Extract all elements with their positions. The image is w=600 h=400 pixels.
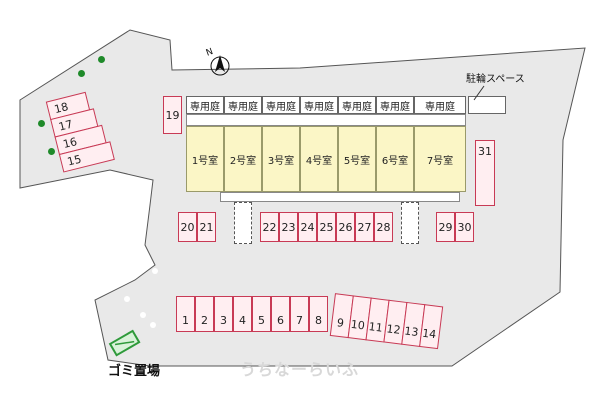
tree-icon: [38, 120, 45, 127]
unit-5: 5号室: [338, 126, 376, 192]
bicycle-space: [468, 96, 506, 114]
parking-spot-4: 4: [233, 296, 252, 332]
angled-parking-group: 9 10 11 12 13 14: [329, 293, 444, 350]
parking-spot-7: 7: [290, 296, 309, 332]
parking-spot-8: 8: [309, 296, 328, 332]
parking-spot-19: 19: [163, 96, 182, 134]
garden-2: 専用庭: [224, 96, 262, 114]
unit-7: 7号室: [414, 126, 466, 192]
bicycle-space-label: 駐輪スペース: [466, 74, 525, 85]
parking-spot-24: 24: [298, 212, 317, 242]
parking-spot-31: 31: [475, 140, 495, 206]
parking-spot-6: 6: [271, 296, 290, 332]
parking-spot-30: 30: [455, 212, 474, 242]
unit-2: 2号室: [224, 126, 262, 192]
unit-4: 4号室: [300, 126, 338, 192]
parking-spot-5: 5: [252, 296, 271, 332]
parking-spot-26: 26: [336, 212, 355, 242]
parking-spot-10: 10: [350, 318, 365, 333]
trash-label: ゴミ置場: [108, 364, 161, 379]
garden-5: 専用庭: [338, 96, 376, 114]
garden-6: 専用庭: [376, 96, 414, 114]
parking-spot-1: 1: [176, 296, 195, 332]
marker-dot: [150, 322, 156, 328]
bicycle-leader-line: [473, 85, 485, 101]
parking-spot-3: 3: [214, 296, 233, 332]
left-parking-group: 18 17 16 15: [45, 91, 115, 173]
parking-spot-28: 28: [374, 212, 393, 242]
parking-spot-13: 13: [404, 324, 419, 339]
marker-dot: [140, 312, 146, 318]
parking-spot-outline: [419, 304, 444, 350]
parking-spot-16: 16: [62, 135, 79, 151]
garden-divider: [186, 114, 466, 126]
stair-left: [234, 202, 252, 244]
parking-spot-20: 20: [178, 212, 197, 242]
watermark: うちなーらいふ: [240, 360, 360, 379]
parking-spot-9: 9: [336, 316, 345, 330]
tree-icon: [48, 148, 55, 155]
parking-spot-outline: [58, 141, 115, 173]
garden-7: 専用庭: [414, 96, 466, 114]
marker-dot: [152, 268, 158, 274]
parking-spot-27: 27: [355, 212, 374, 242]
garden-4: 専用庭: [300, 96, 338, 114]
parking-spot-29: 29: [436, 212, 455, 242]
parking-spot-23: 23: [279, 212, 298, 242]
unit-3: 3号室: [262, 126, 300, 192]
compass-icon: N: [205, 47, 230, 76]
parking-spot-18: 18: [53, 100, 70, 116]
parking-spot-22: 22: [260, 212, 279, 242]
parking-spot-11: 11: [368, 320, 383, 335]
unit-1: 1号室: [186, 126, 224, 192]
parking-spot-14: 14: [421, 327, 436, 342]
trash-area: [108, 329, 141, 357]
parking-spot-21: 21: [197, 212, 216, 242]
stair-right: [401, 202, 419, 244]
parking-spot-25: 25: [317, 212, 336, 242]
walkway: [220, 192, 460, 202]
tree-icon: [98, 56, 105, 63]
compass-label: N: [205, 47, 215, 59]
parking-spot-15: 15: [66, 153, 83, 169]
marker-dot: [124, 296, 130, 302]
tree-icon: [78, 70, 85, 77]
garden-3: 専用庭: [262, 96, 300, 114]
garden-1: 専用庭: [186, 96, 224, 114]
parking-spot-2: 2: [195, 296, 214, 332]
parking-spot-12: 12: [386, 322, 401, 337]
unit-6: 6号室: [376, 126, 414, 192]
parking-spot-17: 17: [57, 118, 74, 134]
